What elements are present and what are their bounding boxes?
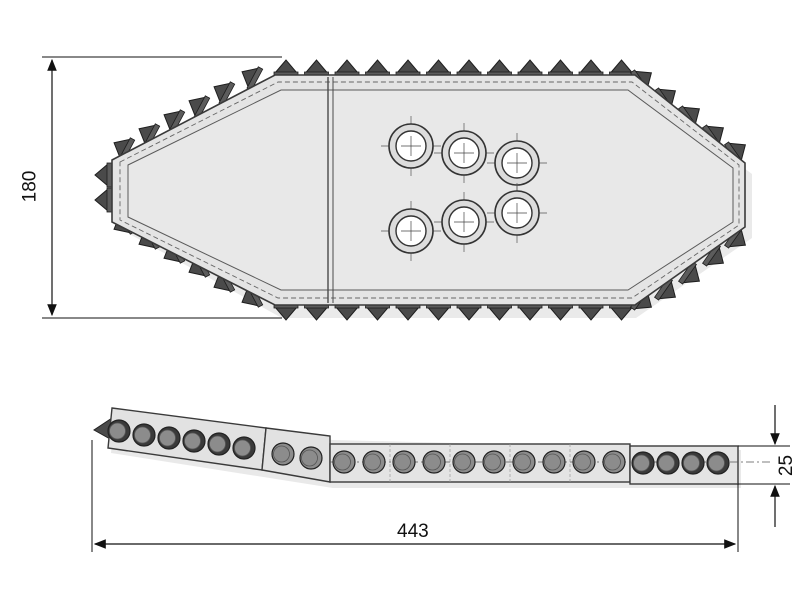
side-view xyxy=(93,407,770,488)
side-tooth-socket xyxy=(482,450,506,474)
mounting-hole xyxy=(487,183,547,243)
side-tooth-socket xyxy=(132,423,156,447)
side-tooth-socket xyxy=(422,450,446,474)
upper-left-tooth xyxy=(213,81,236,106)
side-tooth-socket xyxy=(271,442,295,466)
top-holes-group xyxy=(381,116,547,261)
lower-right-tooth xyxy=(678,261,701,285)
side-tooth-socket xyxy=(207,432,231,456)
side-tooth-socket xyxy=(542,450,566,474)
side-tooth-socket xyxy=(107,419,131,443)
mounting-hole xyxy=(381,201,441,261)
thickness-dimension-label: 25 xyxy=(776,454,798,477)
lower-right-tooth xyxy=(654,277,677,301)
mounting-hole xyxy=(434,123,494,183)
side-tooth-socket xyxy=(706,451,730,475)
top-view xyxy=(94,59,752,321)
thickness-dimension xyxy=(738,405,790,527)
side-tooth-socket xyxy=(602,450,626,474)
side-tooth-socket xyxy=(512,450,536,474)
mounting-hole xyxy=(434,192,494,252)
side-holes-group xyxy=(107,419,730,482)
height-dimension-label: 180 xyxy=(19,170,41,203)
top-plate-inner xyxy=(127,89,734,291)
mounting-hole xyxy=(487,133,547,193)
nose-tooth xyxy=(94,162,113,188)
height-dimension xyxy=(42,56,282,319)
side-tooth-socket xyxy=(631,451,655,475)
side-tooth-socket xyxy=(572,450,596,474)
length-dimension-label: 443 xyxy=(397,521,429,542)
side-tooth-socket xyxy=(299,446,323,470)
side-tooth-socket xyxy=(332,450,356,474)
side-tooth-socket xyxy=(392,450,416,474)
nose-tooth xyxy=(94,187,113,213)
side-tooth-socket xyxy=(157,426,181,450)
side-tooth-socket xyxy=(232,436,256,460)
side-tooth-socket xyxy=(452,450,476,474)
side-tooth-socket xyxy=(182,429,206,453)
side-tooth-socket xyxy=(656,451,680,475)
side-tooth-socket xyxy=(681,451,705,475)
length-dimension xyxy=(91,440,739,552)
side-tooth-socket xyxy=(362,450,386,474)
mounting-hole xyxy=(381,116,441,176)
